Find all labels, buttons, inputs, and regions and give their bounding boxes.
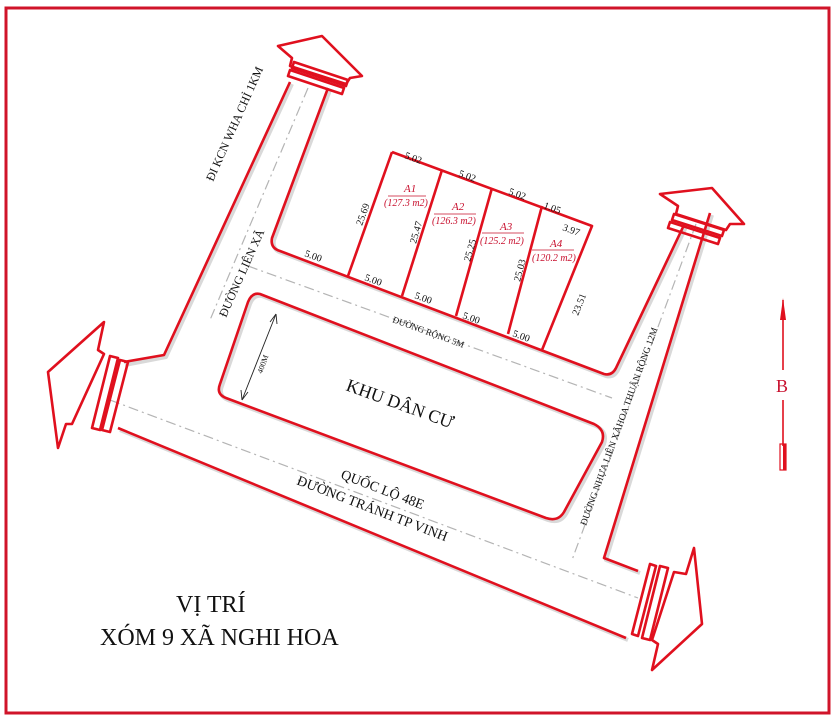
lot-a1-area: (127.3 m2) — [384, 198, 429, 209]
road-end-arrow-left — [46, 320, 130, 450]
highway-bottom-edge — [117, 426, 627, 640]
dim-a3-front: 5.00 — [461, 310, 481, 326]
lot-a3: A3 (125.2 m2) — [480, 221, 525, 247]
residential-block — [217, 292, 605, 521]
road-end-arrow-bottom — [630, 546, 704, 672]
lot-a2: A2 (126.3 m2) — [432, 201, 477, 227]
lot-a3-a4-divider — [506, 205, 544, 335]
dim-a4-top2: 3.97 — [561, 222, 581, 238]
lot-a4-area: (120.2 m2) — [532, 253, 577, 264]
lot-a3-area: (125.2 m2) — [480, 236, 525, 247]
lot-a1: A1 (127.3 m2) — [384, 183, 429, 209]
lot-a4-id: A4 — [549, 238, 563, 250]
right-road-outer-edge — [602, 212, 712, 573]
road-end-arrow-right — [658, 186, 746, 246]
label-top-direction: ĐI KCN WHA CHỈ 1KM — [203, 64, 266, 183]
lot-a4: A4 (120.2 m2) — [532, 238, 577, 264]
lot-a1-a2-divider — [400, 169, 444, 297]
dimension-arrow-down-icon — [240, 389, 249, 401]
dim-a3-top: 5.02 — [507, 186, 527, 202]
road-center-lines — [109, 87, 697, 599]
dim-a3-side: 25.25 — [462, 238, 479, 263]
lot-labels: A1 (127.3 m2) A2 (126.3 m2) A3 (125.2 m2… — [384, 183, 577, 264]
lot-a3-id: A3 — [499, 221, 513, 233]
road-labels: ĐI KCN WHA CHỈ 1KM ĐƯỜNG LIÊN XÃ ĐƯỜNG R… — [203, 64, 661, 545]
north-label: B — [776, 376, 788, 396]
dimension-labels: 5.02 5.02 5.02 1.05 3.97 25.69 25.47 25.… — [303, 150, 589, 344]
dim-a4-right-side: 23.51 — [571, 292, 590, 317]
block-dimension-line — [241, 313, 277, 401]
dim-a4-side: 25.03 — [512, 258, 528, 283]
dim-a2-top: 5.02 — [457, 168, 477, 184]
label-left-road: ĐƯỜNG LIÊN XÃ — [216, 227, 267, 319]
road-end-arrow-top — [276, 34, 364, 96]
lot-a1-id: A1 — [403, 183, 416, 195]
road-network — [117, 81, 714, 642]
lots — [346, 150, 594, 351]
block-label: KHU DÂN CƯ — [344, 374, 457, 432]
dim-a4-top: 1.05 — [542, 200, 562, 216]
dim-a1-top: 5.02 — [403, 150, 423, 166]
dimension-arrow-up-icon — [269, 313, 278, 325]
title-line2: XÓM 9 XÃ NGHI HOA — [100, 624, 339, 651]
lot-a2-area: (126.3 m2) — [432, 216, 477, 227]
title-line1: VỊ TRÍ — [176, 592, 246, 618]
block-dimension-label: 400M — [255, 354, 270, 375]
lots-outline — [391, 150, 594, 351]
upper-block-edge — [270, 87, 686, 376]
north-arrow-head-icon — [780, 298, 786, 320]
map-frame — [4, 6, 831, 715]
lot-a2-a3-divider — [454, 187, 494, 317]
lot-a2-id: A2 — [451, 201, 465, 213]
map-title: VỊ TRÍ XÓM 9 XÃ NGHI HOA — [100, 592, 339, 651]
north-arrow: B — [776, 298, 788, 471]
lot-a1-left-edge — [346, 151, 394, 277]
left-road-outer-edge — [123, 81, 292, 364]
